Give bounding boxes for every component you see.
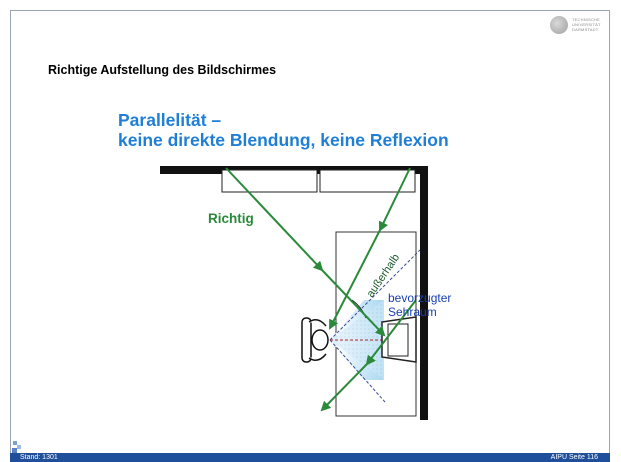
university-seal-icon <box>550 16 568 34</box>
logo-wordmark: TECHNISCHE UNIVERSITÄT DARMSTADT <box>572 17 601 32</box>
slide-frame <box>10 10 610 462</box>
label-bevorzugter: bevorzugter <box>388 291 451 305</box>
footer-bar: Stand: 1301 AIPU Seite 116 <box>10 453 610 462</box>
label-sehraum: Sehraum <box>388 305 437 319</box>
headline: Parallelität – keine direkte Blendung, k… <box>118 110 449 150</box>
monitor-icon <box>381 316 417 363</box>
person-chair-icon <box>301 317 329 363</box>
slide-title: Richtige Aufstellung des Bildschirmes <box>48 63 277 77</box>
windows <box>221 169 416 193</box>
corner-decoration-icon <box>12 441 21 453</box>
reflection-arrows <box>225 167 417 412</box>
footer-page-number: AIPU Seite 116 <box>550 454 598 461</box>
footer-status: Stand: 1301 <box>20 454 58 461</box>
university-logo: TECHNISCHE UNIVERSITÄT DARMSTADT <box>550 16 608 36</box>
label-richtig: Richtig <box>208 211 254 226</box>
outside-boundary-lines <box>329 249 421 403</box>
headline-line-1: Parallelität – <box>118 110 222 130</box>
headline-line-2: keine direkte Blendung, keine Reflexion <box>118 130 449 150</box>
angle-arc <box>351 299 367 319</box>
